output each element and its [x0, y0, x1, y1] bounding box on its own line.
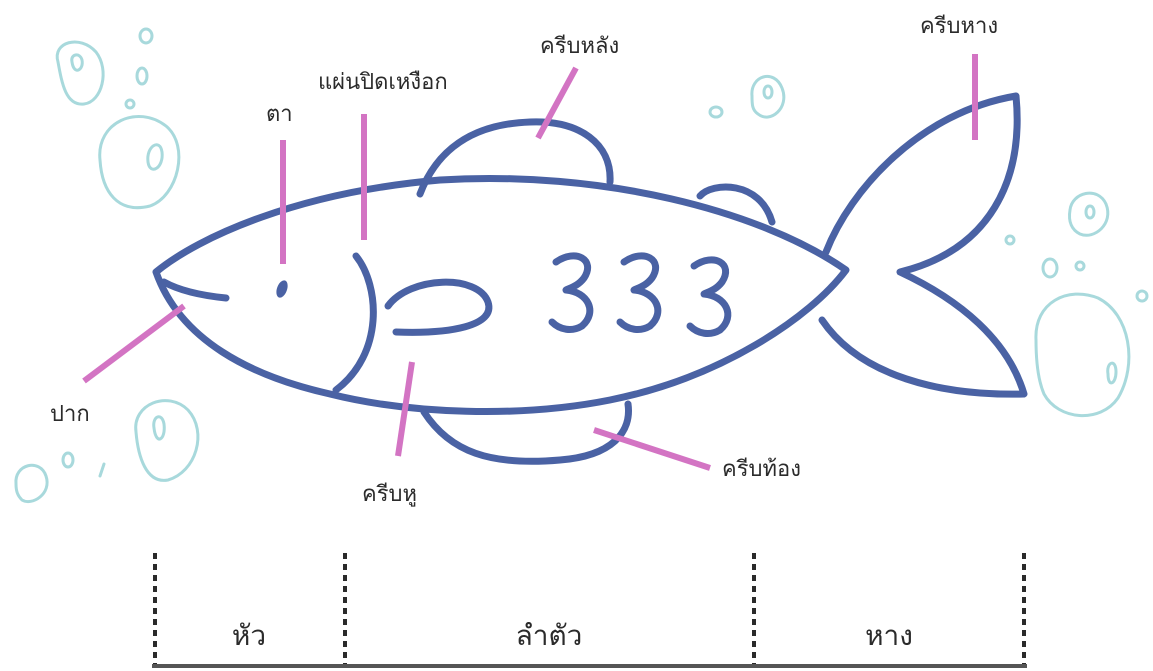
bubble	[124, 98, 136, 110]
leader-lines	[82, 54, 978, 471]
bubble	[98, 115, 181, 210]
leader-line-dorsal-fin	[535, 66, 579, 140]
bubbles	[14, 27, 1149, 503]
section-tail: หาง	[865, 619, 913, 652]
leader-line-pelvic-fin	[593, 427, 711, 471]
fish	[152, 92, 1028, 465]
mouth-line	[160, 278, 230, 302]
bubble	[1084, 204, 1096, 220]
bubble	[70, 53, 84, 72]
label-eye: ตา	[266, 102, 293, 127]
scale-mark	[548, 252, 594, 333]
bubble	[152, 415, 166, 441]
bubble	[138, 27, 154, 45]
label-dorsal-fin: ครีบหลัง	[540, 34, 620, 59]
dorsal-fin-outline	[416, 118, 614, 198]
bubble	[708, 105, 724, 119]
label-mouth: ปาก	[50, 402, 90, 427]
bubble	[134, 399, 200, 482]
pelvic-fin-outline	[420, 400, 632, 465]
bubble	[1106, 361, 1118, 385]
bubble	[762, 84, 774, 100]
label-pelvic-fin: ครีบท้อง	[722, 457, 801, 482]
label-gill-cover: แผ่นปิดเหงือก	[318, 70, 448, 95]
bubble	[1004, 234, 1016, 246]
bubble	[135, 66, 149, 86]
scale-mark	[686, 256, 732, 337]
bubble	[61, 451, 75, 469]
leader-line-pectoral-fin	[395, 361, 415, 457]
scale-mark	[616, 252, 662, 333]
label-pectoral-fin: ครีบหู	[362, 482, 417, 507]
pectoral-fin-outline	[384, 278, 493, 336]
bubble	[1041, 257, 1059, 279]
fish-body-outline	[152, 174, 850, 415]
second-dorsal-fin-outline	[696, 183, 776, 226]
bubble	[1068, 191, 1110, 237]
bubble	[750, 75, 786, 119]
label-tail-fin: ครีบหาง	[920, 14, 999, 39]
bubble	[55, 40, 105, 106]
section-body: ลำตัว	[515, 619, 583, 652]
bubble	[14, 463, 49, 503]
bubble	[1135, 289, 1149, 303]
bubble	[1034, 292, 1131, 418]
bubble	[146, 143, 164, 171]
leader-line-mouth	[82, 303, 186, 384]
gill-cover-line	[332, 252, 377, 394]
eye-mark	[276, 280, 288, 298]
bubble	[98, 462, 106, 478]
section-head: หัว	[231, 619, 267, 652]
section-dividers	[153, 553, 1026, 664]
bubble	[1074, 260, 1086, 272]
tail-outline	[818, 92, 1028, 398]
